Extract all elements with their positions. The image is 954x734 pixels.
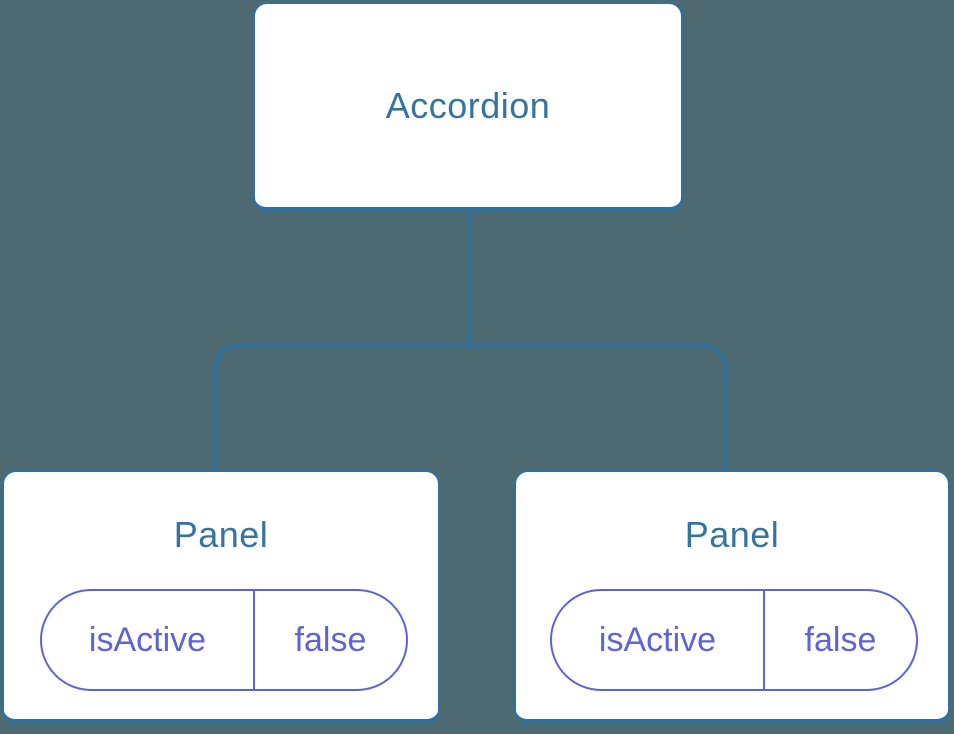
accordion-node: Accordion [253,2,683,212]
panel-title: Panel [684,514,780,555]
state-value: false [804,620,877,659]
state-key: isActive [552,591,765,689]
connector-branch-line [213,343,728,470]
panel-title: Panel [173,514,269,555]
panel-node-left: Panel isActive false [2,470,440,724]
state-value: false [294,620,367,659]
state-key: isActive [42,591,255,689]
state-pill: isActive false [40,589,408,691]
state-pill: isActive false [550,589,918,691]
accordion-label: Accordion [385,84,551,126]
panel-node-right: Panel isActive false [514,470,950,724]
